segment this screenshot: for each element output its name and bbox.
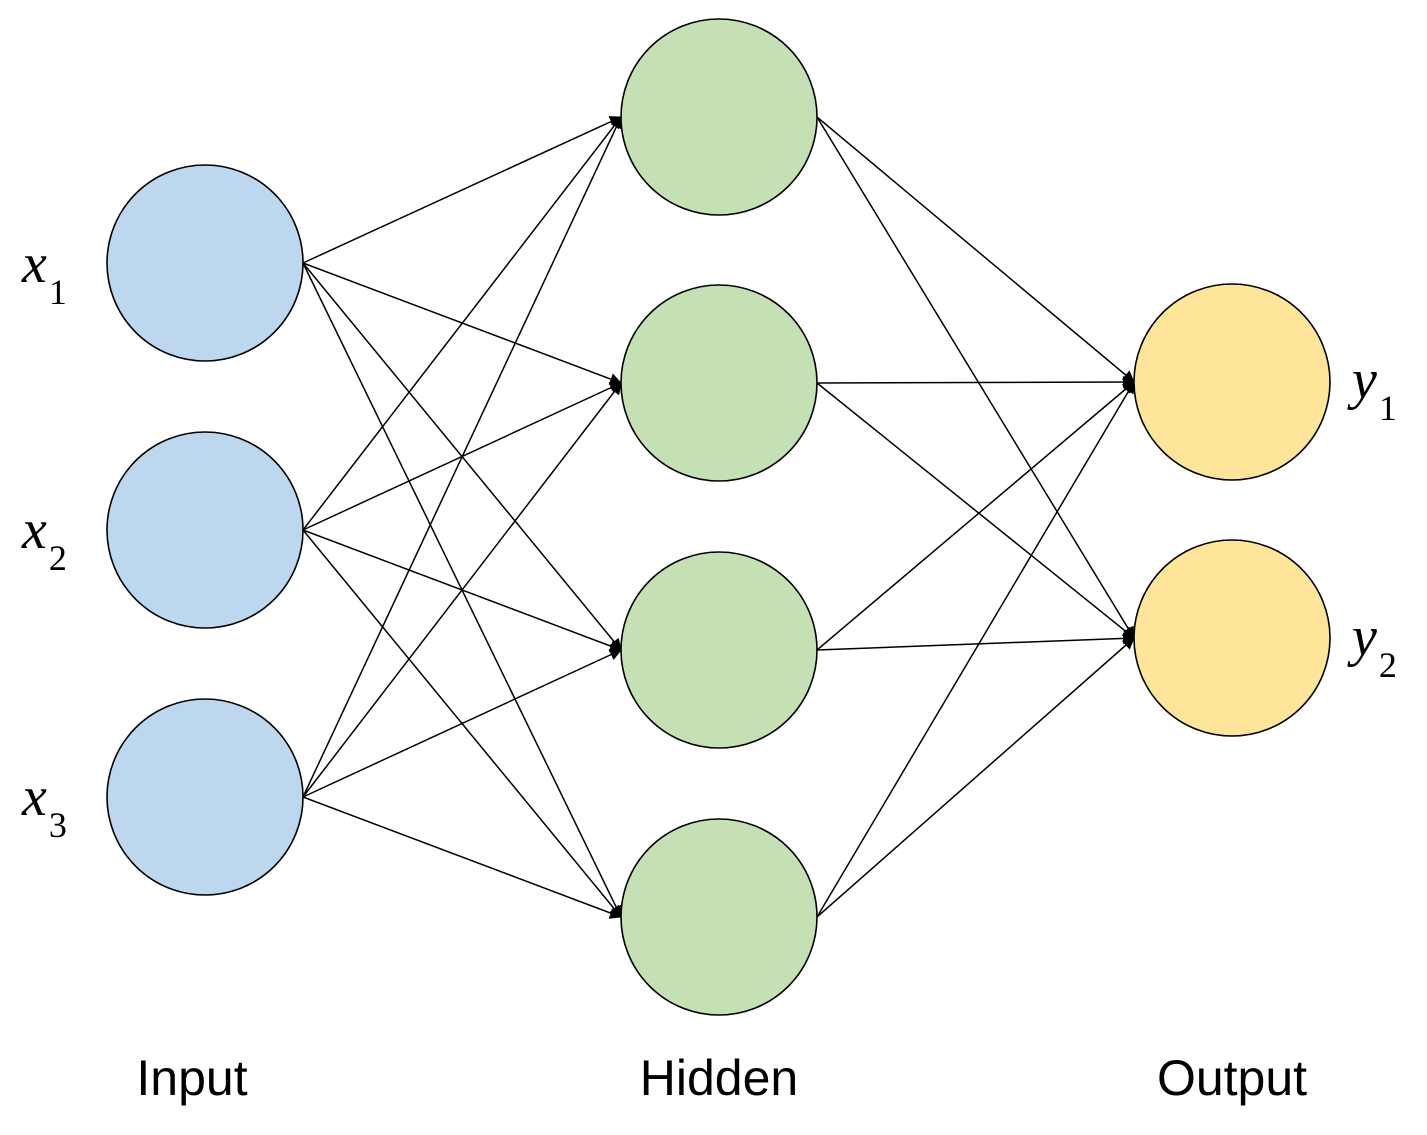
edge-hidden-layer-1-to-1 xyxy=(816,116,1135,383)
edge-hidden-layer-3-to-2 xyxy=(816,632,1135,651)
layer-label-output: Output xyxy=(1157,1050,1307,1106)
edge-input-layer-2-to-1 xyxy=(302,116,622,531)
input-node-1 xyxy=(106,164,304,362)
output-node-1 xyxy=(1133,283,1331,481)
edge-input-layer-3-to-3 xyxy=(302,649,622,798)
output-var-label-2: y2 xyxy=(1347,606,1397,685)
input-var-label-1: x1 xyxy=(21,233,67,312)
hidden-node-4 xyxy=(620,818,818,1016)
connection-edges xyxy=(302,116,1135,919)
input-node-2 xyxy=(106,431,304,629)
input-layer: x1 x2 x3 xyxy=(21,164,304,896)
hidden-node-3 xyxy=(620,551,818,749)
edge-hidden-layer-2-to-2 xyxy=(816,382,1135,639)
layer-label-input: Input xyxy=(136,1050,247,1106)
layer-label-hidden: Hidden xyxy=(640,1050,798,1106)
hidden-node-1 xyxy=(620,18,818,216)
input-node-3 xyxy=(106,698,304,896)
edge-input-layer-3-to-1 xyxy=(302,116,622,798)
edge-input-layer-3-to-4 xyxy=(302,796,622,919)
edge-hidden-layer-4-to-2 xyxy=(816,637,1135,918)
hidden-layer xyxy=(620,18,818,1016)
edge-input-layer-1-to-1 xyxy=(302,116,622,264)
output-layer: y1 y2 xyxy=(1133,283,1397,737)
edge-hidden-layer-1-to-2 xyxy=(816,116,1135,639)
output-node-2 xyxy=(1133,539,1331,737)
output-var-label-1: y1 xyxy=(1347,349,1397,428)
input-var-label-3: x3 xyxy=(21,766,67,845)
edge-hidden-layer-3-to-1 xyxy=(816,381,1135,651)
edge-hidden-layer-2-to-1 xyxy=(816,376,1135,389)
edge-hidden-layer-4-to-1 xyxy=(816,381,1135,918)
input-var-label-2: x2 xyxy=(21,499,67,578)
edge-input-layer-3-to-2 xyxy=(302,382,622,798)
hidden-node-2 xyxy=(620,284,818,482)
